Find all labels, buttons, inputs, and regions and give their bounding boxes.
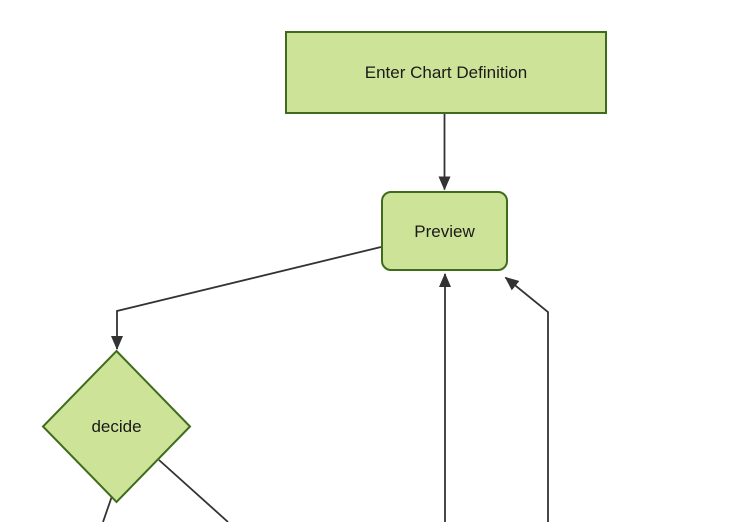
- edge-preview-to-decide: [111, 246, 382, 350]
- edge-decide-to-offscreen-right: [158, 459, 229, 522]
- edge-offscreen-to-preview-corner: [504, 276, 549, 522]
- node-enter-chart-definition-label: Enter Chart Definition: [364, 63, 528, 82]
- node-preview: Preview: [381, 191, 508, 271]
- node-decide-shape: [41, 349, 192, 504]
- edge-decide-to-offscreen-left: [102, 495, 113, 522]
- node-enter-chart-definition: Enter Chart Definition: [285, 31, 607, 114]
- node-preview-label: Preview: [414, 221, 475, 241]
